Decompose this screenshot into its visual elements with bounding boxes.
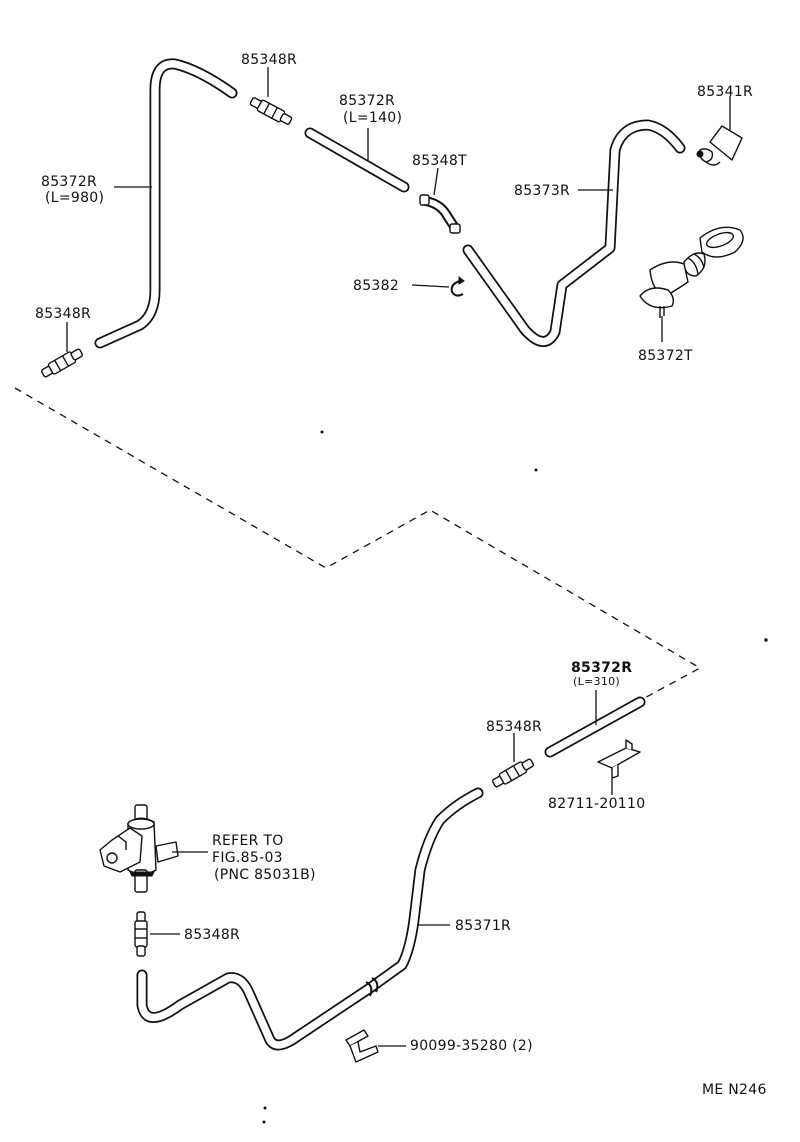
hose-85372r-l980 [94,58,238,349]
label-85372t: 85372T [638,348,693,364]
nipple-85348r-top [249,97,293,125]
speck [262,1120,266,1124]
speck [534,468,538,472]
cap-85341r [696,125,743,166]
label-85371r: 85371R [455,918,511,934]
label-l310: (L=310) [573,675,620,688]
bracket-82711-20110 [597,739,641,779]
label-85348r-bottom: 85348R [184,927,240,943]
label-refer-to: REFER TO [212,833,284,849]
nipple-85348r-left [40,348,84,378]
label-fig-85-03: FIG.85-03 [212,850,283,866]
label-85348r-left: 85348R [35,306,91,322]
label-85341r: 85341R [697,84,753,100]
label-85372r-l140: 85372R [339,93,395,109]
nipple-85348r-mid [491,758,535,788]
hose-85372r-l310 [544,696,646,758]
figure-code: ME N246 [702,1082,767,1098]
label-l140: (L=140) [343,110,402,126]
hose-85372r-l140 [304,127,410,193]
clip-90099-35280 [345,1029,379,1063]
label-82711-20110: 82711-20110 [548,796,645,812]
label-85348r-top: 85348R [241,52,297,68]
clamp-85382 [450,275,465,297]
hose-85373r [462,119,686,347]
label-85382: 85382 [353,278,399,294]
elbow-85348t [419,194,461,234]
leader-85348t [433,167,439,196]
label-pnc-85031b: (PNC 85031B) [214,867,316,883]
leader-85382 [411,284,450,288]
label-l980: (L=980) [45,190,104,206]
speck [263,1106,267,1110]
speck [320,430,324,434]
valve-reference [99,804,179,893]
speck [764,638,768,642]
hose-85371r [136,787,484,1051]
label-90099-35280: 90099-35280 (2) [410,1038,533,1054]
dashed-connection-line [14,387,702,709]
label-85372r-l310: 85372R [571,660,632,676]
label-85373r: 85373R [514,183,570,199]
label-85348r-mid: 85348R [486,719,542,735]
grommet-85372t [639,226,744,318]
label-85348t: 85348T [412,153,467,169]
label-85372r-l980: 85372R [41,174,97,190]
nipple-85348r-bottom [134,911,148,957]
